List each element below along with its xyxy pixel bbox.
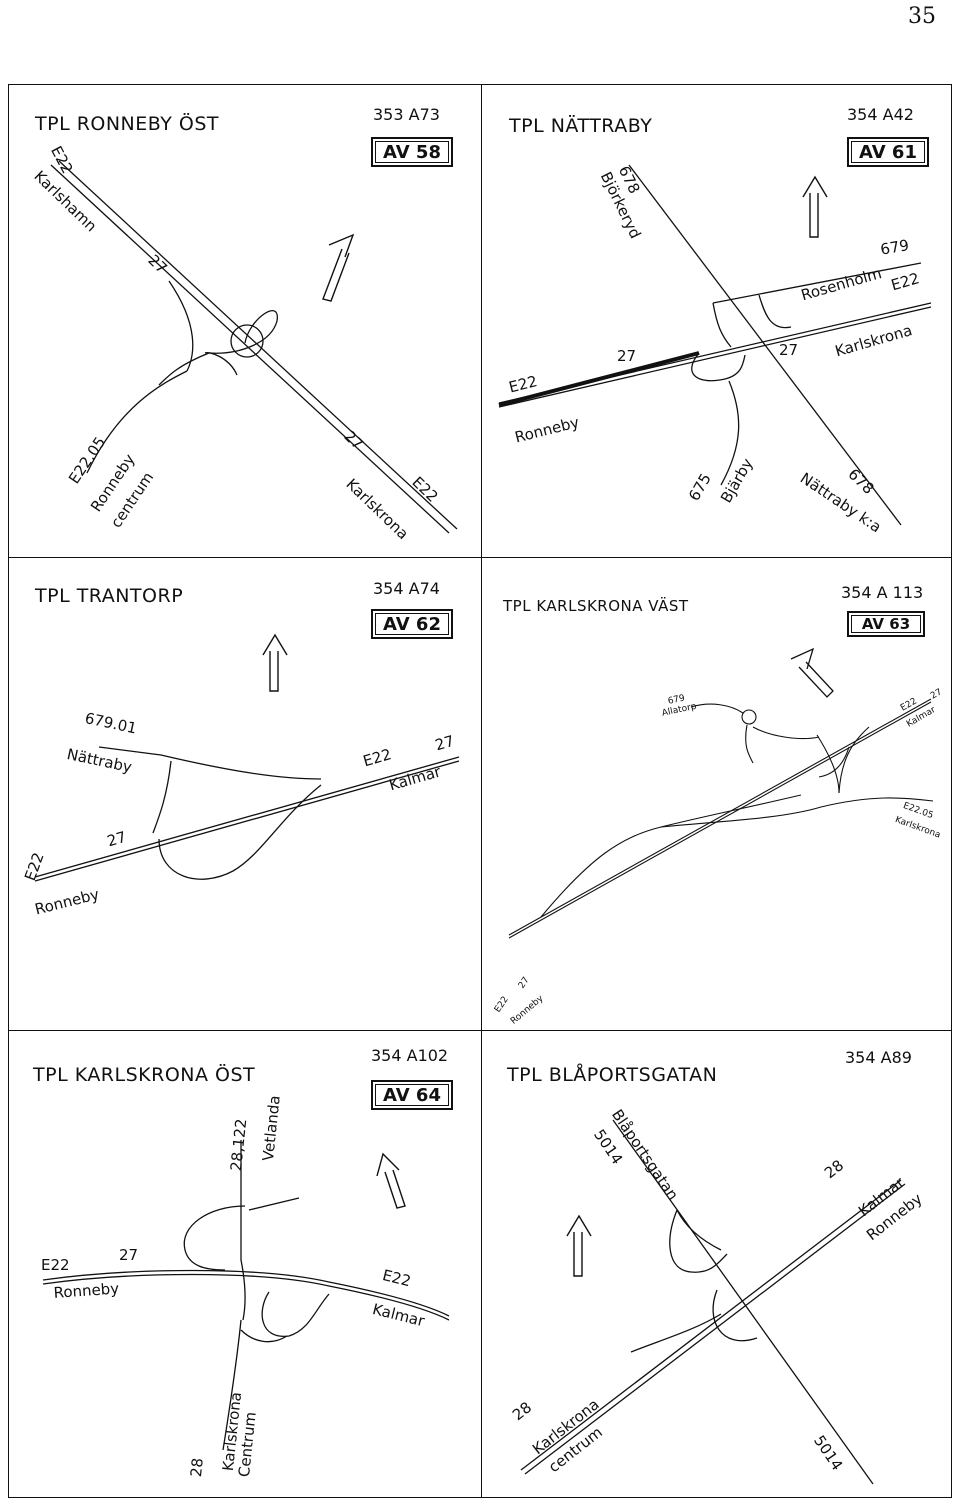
interchange-drawing xyxy=(42,1140,450,1451)
ramp-line xyxy=(152,760,172,834)
main-road-line xyxy=(42,1269,450,1317)
panel-karlskrona-vast: TPL KARLSKRONA VÄST 354 A 113 AV 63 679 xyxy=(481,557,953,1030)
panel-title: TPL KARLSKRONA VÄST xyxy=(503,597,689,615)
highlighted-road-e22 xyxy=(498,351,700,407)
ramp-line xyxy=(816,734,840,794)
main-road-line xyxy=(42,1273,450,1321)
main-road-line xyxy=(50,164,450,534)
loop-ramp xyxy=(183,1205,246,1271)
ramp-line xyxy=(818,746,850,778)
road-number-label: 28 xyxy=(187,1457,207,1478)
main-road-line xyxy=(498,306,932,408)
interchange-badge: AV 63 xyxy=(847,611,925,637)
interchange-drawing xyxy=(34,633,460,882)
panel-ronneby-ost: TPL RONNEBY ÖST 353 A73 AV 58 E22 Karlsh… xyxy=(9,85,481,557)
side-road-line xyxy=(712,262,922,304)
panel-karlskrona-ost: TPL KARLSKRONA ÖST 354 A102 AV 64 28,122… xyxy=(9,1030,481,1499)
interchange-drawing xyxy=(508,647,934,939)
grid-divider-vertical xyxy=(481,85,482,1497)
ramp-line xyxy=(204,351,238,376)
branch-road-line xyxy=(540,797,934,918)
ramp-line xyxy=(158,352,210,386)
crossing-road-line xyxy=(240,1140,246,1321)
panel-title: TPL TRANTORP xyxy=(35,585,184,607)
loop-ramp xyxy=(669,1209,728,1273)
crossing-road-line xyxy=(628,164,902,526)
loop-ramp xyxy=(208,309,278,354)
drawing-reference: 354 A42 xyxy=(847,105,914,124)
ramp-line xyxy=(838,726,870,794)
main-road-line xyxy=(520,1179,902,1471)
crossing-road-line xyxy=(612,1119,874,1485)
loop-ramp xyxy=(712,1289,758,1342)
interchange-drawing xyxy=(520,1119,906,1485)
main-road-line xyxy=(508,698,932,936)
roundabout xyxy=(230,324,264,358)
north-arrow xyxy=(566,1214,592,1277)
panel-title: TPL NÄTTRABY xyxy=(509,115,653,137)
panel-trantorp: TPL TRANTORP 354 A74 AV 62 679.01 Nättra… xyxy=(9,557,481,1030)
road-number-label: 27 xyxy=(779,341,799,359)
panel-title: TPL BLÅPORTSGATAN xyxy=(507,1064,718,1086)
drawing-reference: 354 A89 xyxy=(845,1048,912,1067)
main-road-line xyxy=(524,1183,906,1475)
loop-ramp xyxy=(691,352,746,382)
interchange-badge: AV 58 xyxy=(371,137,453,167)
ramp-line xyxy=(712,302,732,348)
drawing-reference: 354 A74 xyxy=(373,579,440,598)
road-number-label: 27 xyxy=(119,1246,139,1264)
branch-road-line xyxy=(660,794,802,828)
interchange-badge: AV 61 xyxy=(847,137,929,167)
interchange-badge: AV 62 xyxy=(371,609,453,639)
ramp-line xyxy=(168,280,194,372)
main-road-line xyxy=(58,160,458,530)
interchange-grid: TPL RONNEBY ÖST 353 A73 AV 58 E22 Karlsh… xyxy=(8,84,952,1498)
loop-ramp xyxy=(158,784,322,880)
ramp-line xyxy=(240,1329,288,1343)
ramp-line xyxy=(752,726,820,740)
roundabout xyxy=(741,709,757,725)
interchange-drawing xyxy=(50,160,458,534)
loop-ramp xyxy=(261,1291,330,1337)
ramp-line xyxy=(745,724,754,764)
panel-blaportsgatan: TPL BLÅPORTSGATAN 354 A89 Blåportsgatan … xyxy=(481,1030,953,1499)
main-road-line xyxy=(34,756,460,878)
page-number: 35 xyxy=(908,4,936,29)
north-arrow xyxy=(790,647,834,698)
panel-title: TPL KARLSKRONA ÖST xyxy=(33,1064,256,1086)
panel-nattraby: TPL NÄTTRABY 354 A42 AV 61 678 Björkeryd… xyxy=(481,85,953,557)
road-number-label: 27 xyxy=(617,347,637,365)
drawing-reference: 354 A 113 xyxy=(841,583,924,602)
interchange-drawing xyxy=(498,164,932,526)
grid-divider-row1 xyxy=(9,557,951,558)
side-road-line xyxy=(690,703,744,714)
main-road-line xyxy=(508,701,932,939)
interchange-badge: AV 64 xyxy=(371,1080,453,1110)
drawing-reference: 353 A73 xyxy=(373,105,440,124)
ramp-line xyxy=(720,380,740,486)
north-arrow xyxy=(262,633,288,692)
crossing-road-line xyxy=(222,1319,242,1451)
side-road-line xyxy=(98,746,322,780)
side-road-line xyxy=(248,1197,300,1211)
main-road-line xyxy=(34,760,460,882)
ramp-line xyxy=(676,1209,722,1251)
ramp-line xyxy=(86,370,188,474)
ramp-line xyxy=(630,1313,722,1353)
drawing-reference: 354 A102 xyxy=(371,1046,449,1065)
panel-title: TPL RONNEBY ÖST xyxy=(35,113,220,135)
ramp-line xyxy=(758,294,792,329)
north-arrow xyxy=(802,175,828,238)
north-arrow xyxy=(376,1152,406,1209)
north-arrow xyxy=(322,233,355,302)
grid-divider-row2 xyxy=(9,1030,951,1031)
road-number-label: E22 xyxy=(41,1256,70,1274)
